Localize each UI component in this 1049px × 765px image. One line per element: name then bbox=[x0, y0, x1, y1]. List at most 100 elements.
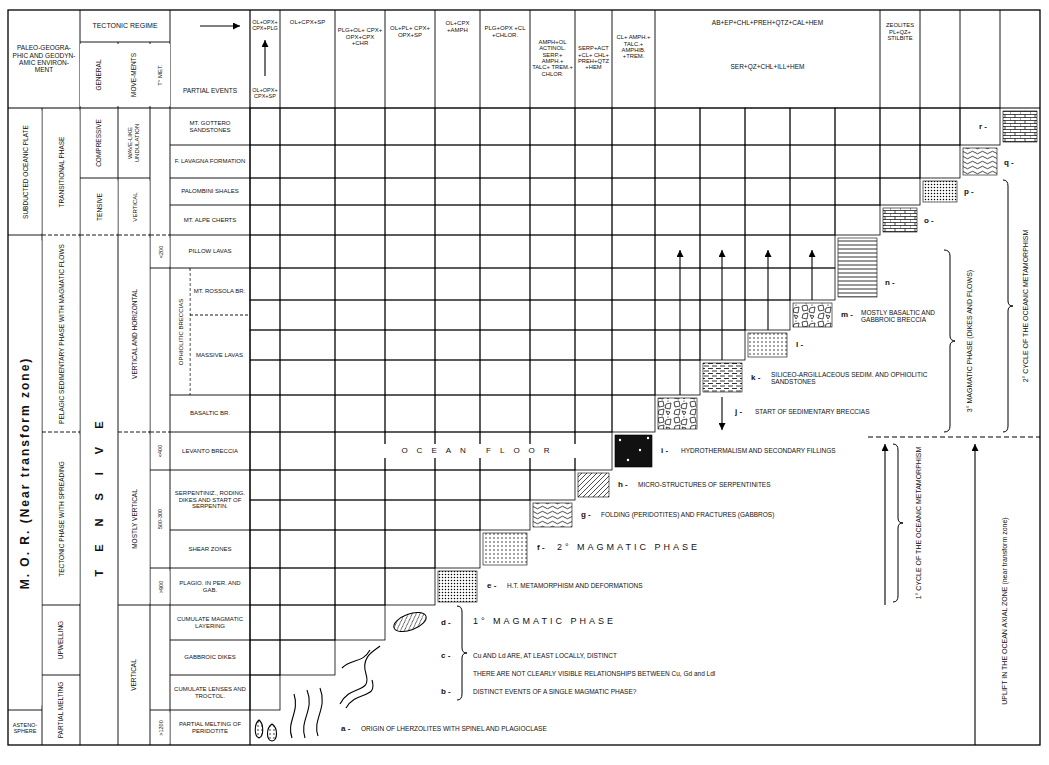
column-header: AMPH+OL ACTINOL. SERP.+ AMPH.+ TALC+ TRE… bbox=[531, 12, 574, 104]
grid-cell bbox=[435, 235, 480, 268]
grid-cell bbox=[530, 205, 575, 235]
grid-cell bbox=[612, 360, 655, 395]
grid-cell bbox=[385, 500, 435, 530]
column-header: MOVE-MENTS bbox=[118, 44, 150, 106]
lherzolite-blob bbox=[255, 720, 263, 738]
grid-cell bbox=[335, 178, 385, 205]
grid-cell bbox=[612, 205, 655, 235]
grid-cell bbox=[280, 470, 335, 500]
grid-cell bbox=[530, 470, 575, 500]
event-note: H.T. METAMORPHISM AND DEFORMATIONS bbox=[506, 580, 766, 592]
grid-cell bbox=[385, 470, 435, 500]
grid-cell bbox=[335, 330, 385, 360]
event-note: FOLDING (PERIDOTITES) AND FRACTURES (GAB… bbox=[600, 502, 780, 528]
table-cell: SUBDUCTED OCEANIC PLATE bbox=[9, 110, 41, 233]
grid-cell bbox=[250, 530, 280, 568]
cumulate-squiggle bbox=[317, 688, 323, 736]
event-letter: e - bbox=[486, 579, 504, 593]
grid-cell bbox=[655, 178, 700, 205]
row-label: MT. GOTTERO SANDSTONES bbox=[172, 110, 248, 143]
grid-cell bbox=[530, 235, 575, 268]
column-header: PALEO-GEOGRA-PHIC AND GEODYN-AMIC ENVIRO… bbox=[10, 12, 78, 106]
grid-cell bbox=[435, 530, 480, 568]
table-cell: UPWELLING bbox=[43, 607, 79, 673]
table-rule bbox=[150, 268, 170, 269]
grid-cell bbox=[745, 178, 790, 205]
grid-cell bbox=[250, 640, 280, 675]
table-rule bbox=[42, 235, 80, 236]
grid-cell bbox=[250, 500, 280, 530]
grid-cell bbox=[575, 432, 612, 470]
table-rule bbox=[170, 530, 250, 531]
vein-speck bbox=[647, 437, 649, 439]
table-rule bbox=[42, 675, 80, 676]
grid-cell bbox=[612, 145, 655, 178]
lithology-symbol bbox=[838, 238, 877, 297]
event-grid bbox=[250, 108, 1000, 710]
arrows bbox=[200, 26, 975, 745]
event-symbols bbox=[255, 111, 1037, 741]
grid-cell bbox=[530, 300, 575, 330]
table-cell: MOSTLY VERTICAL bbox=[119, 434, 149, 603]
column-header: ZEOLITES PL+QZ+ STILBITE bbox=[881, 12, 919, 52]
vein-speck bbox=[619, 439, 621, 441]
grid-cell bbox=[575, 395, 612, 432]
layering-swirl bbox=[346, 680, 373, 708]
grid-cell bbox=[612, 235, 655, 268]
table-rule bbox=[80, 42, 170, 43]
table-cell: >1200 bbox=[151, 712, 169, 743]
event-note: SILICEO-ARGILLACEOUS SEDIM. AND OPHIOLIT… bbox=[770, 364, 942, 392]
grid-cell bbox=[790, 108, 835, 145]
column-header: PLG+OPX +CL +CHLOR. bbox=[481, 12, 529, 52]
event-letter: n - bbox=[884, 276, 902, 290]
table-rule bbox=[655, 10, 656, 108]
table-cell: VERTICAL AND HORIZONTAL bbox=[119, 237, 149, 430]
table-rule bbox=[80, 235, 118, 236]
grid-cell bbox=[280, 205, 335, 235]
grid-cell bbox=[250, 360, 280, 395]
grid-cell bbox=[835, 178, 880, 205]
table-cell: ASTENO-SPHERE bbox=[9, 712, 41, 744]
grid-cell bbox=[385, 178, 435, 205]
grid-cell bbox=[435, 178, 480, 205]
grid-cell bbox=[435, 330, 480, 360]
grid-cell bbox=[655, 235, 700, 268]
event-letter: g - bbox=[580, 508, 598, 522]
row-label: CUMULATE LENSES AND TROCTOL. bbox=[172, 677, 248, 708]
table-rule bbox=[42, 432, 80, 433]
table-cell: TECTONIC PHASE WITH SPREADING bbox=[43, 434, 79, 603]
table-rule bbox=[8, 710, 42, 711]
row-label: LEVANTO BRECCIA bbox=[172, 434, 248, 468]
grid-cell bbox=[835, 205, 880, 235]
grid-cell bbox=[435, 108, 480, 145]
event-letter: a - bbox=[340, 722, 358, 736]
event-letter: f - bbox=[536, 541, 554, 555]
table-rule bbox=[150, 432, 170, 433]
vein-speck bbox=[639, 449, 641, 451]
event-note: DISTINCT EVENTS OF A SINGLE MAGMATIC PHA… bbox=[472, 686, 772, 698]
grid-cell bbox=[250, 300, 280, 330]
grid-cell bbox=[335, 300, 385, 330]
bracket-label: 2° CYCLE OF THE OCEANIC METAMORPHISM bbox=[1013, 180, 1039, 432]
row-label: SHEAR ZONES bbox=[172, 532, 248, 566]
event-note: THERE ARE NOT CLEARLY VISIBLE RELATIONSH… bbox=[472, 668, 802, 680]
table-cell: TENSIVE bbox=[81, 180, 117, 233]
lithology-symbol bbox=[483, 533, 527, 565]
grid-cell bbox=[385, 300, 435, 330]
lithology-symbol bbox=[923, 181, 957, 202]
cumulate-squiggle bbox=[304, 690, 310, 738]
grid-cell bbox=[280, 568, 335, 605]
lherzolite-blob bbox=[268, 724, 277, 741]
grid-cell bbox=[335, 235, 385, 268]
column-header: AB+EP+CHL+PREH+QTZ+CAL+HEM bbox=[657, 16, 878, 30]
grid-cell bbox=[612, 178, 655, 205]
bracket bbox=[457, 606, 467, 700]
lithology-symbol bbox=[578, 473, 609, 497]
event-arrow bbox=[811, 250, 812, 300]
table-rule bbox=[170, 10, 171, 745]
event-letter: c - bbox=[440, 649, 458, 663]
grid-cell bbox=[530, 178, 575, 205]
event-arrow bbox=[679, 250, 680, 395]
region-label: M. O. R. (Near transform zone) bbox=[9, 240, 41, 705]
event-note: ORIGIN OF LHERZOLITES WITH SPINEL AND PL… bbox=[360, 723, 660, 735]
